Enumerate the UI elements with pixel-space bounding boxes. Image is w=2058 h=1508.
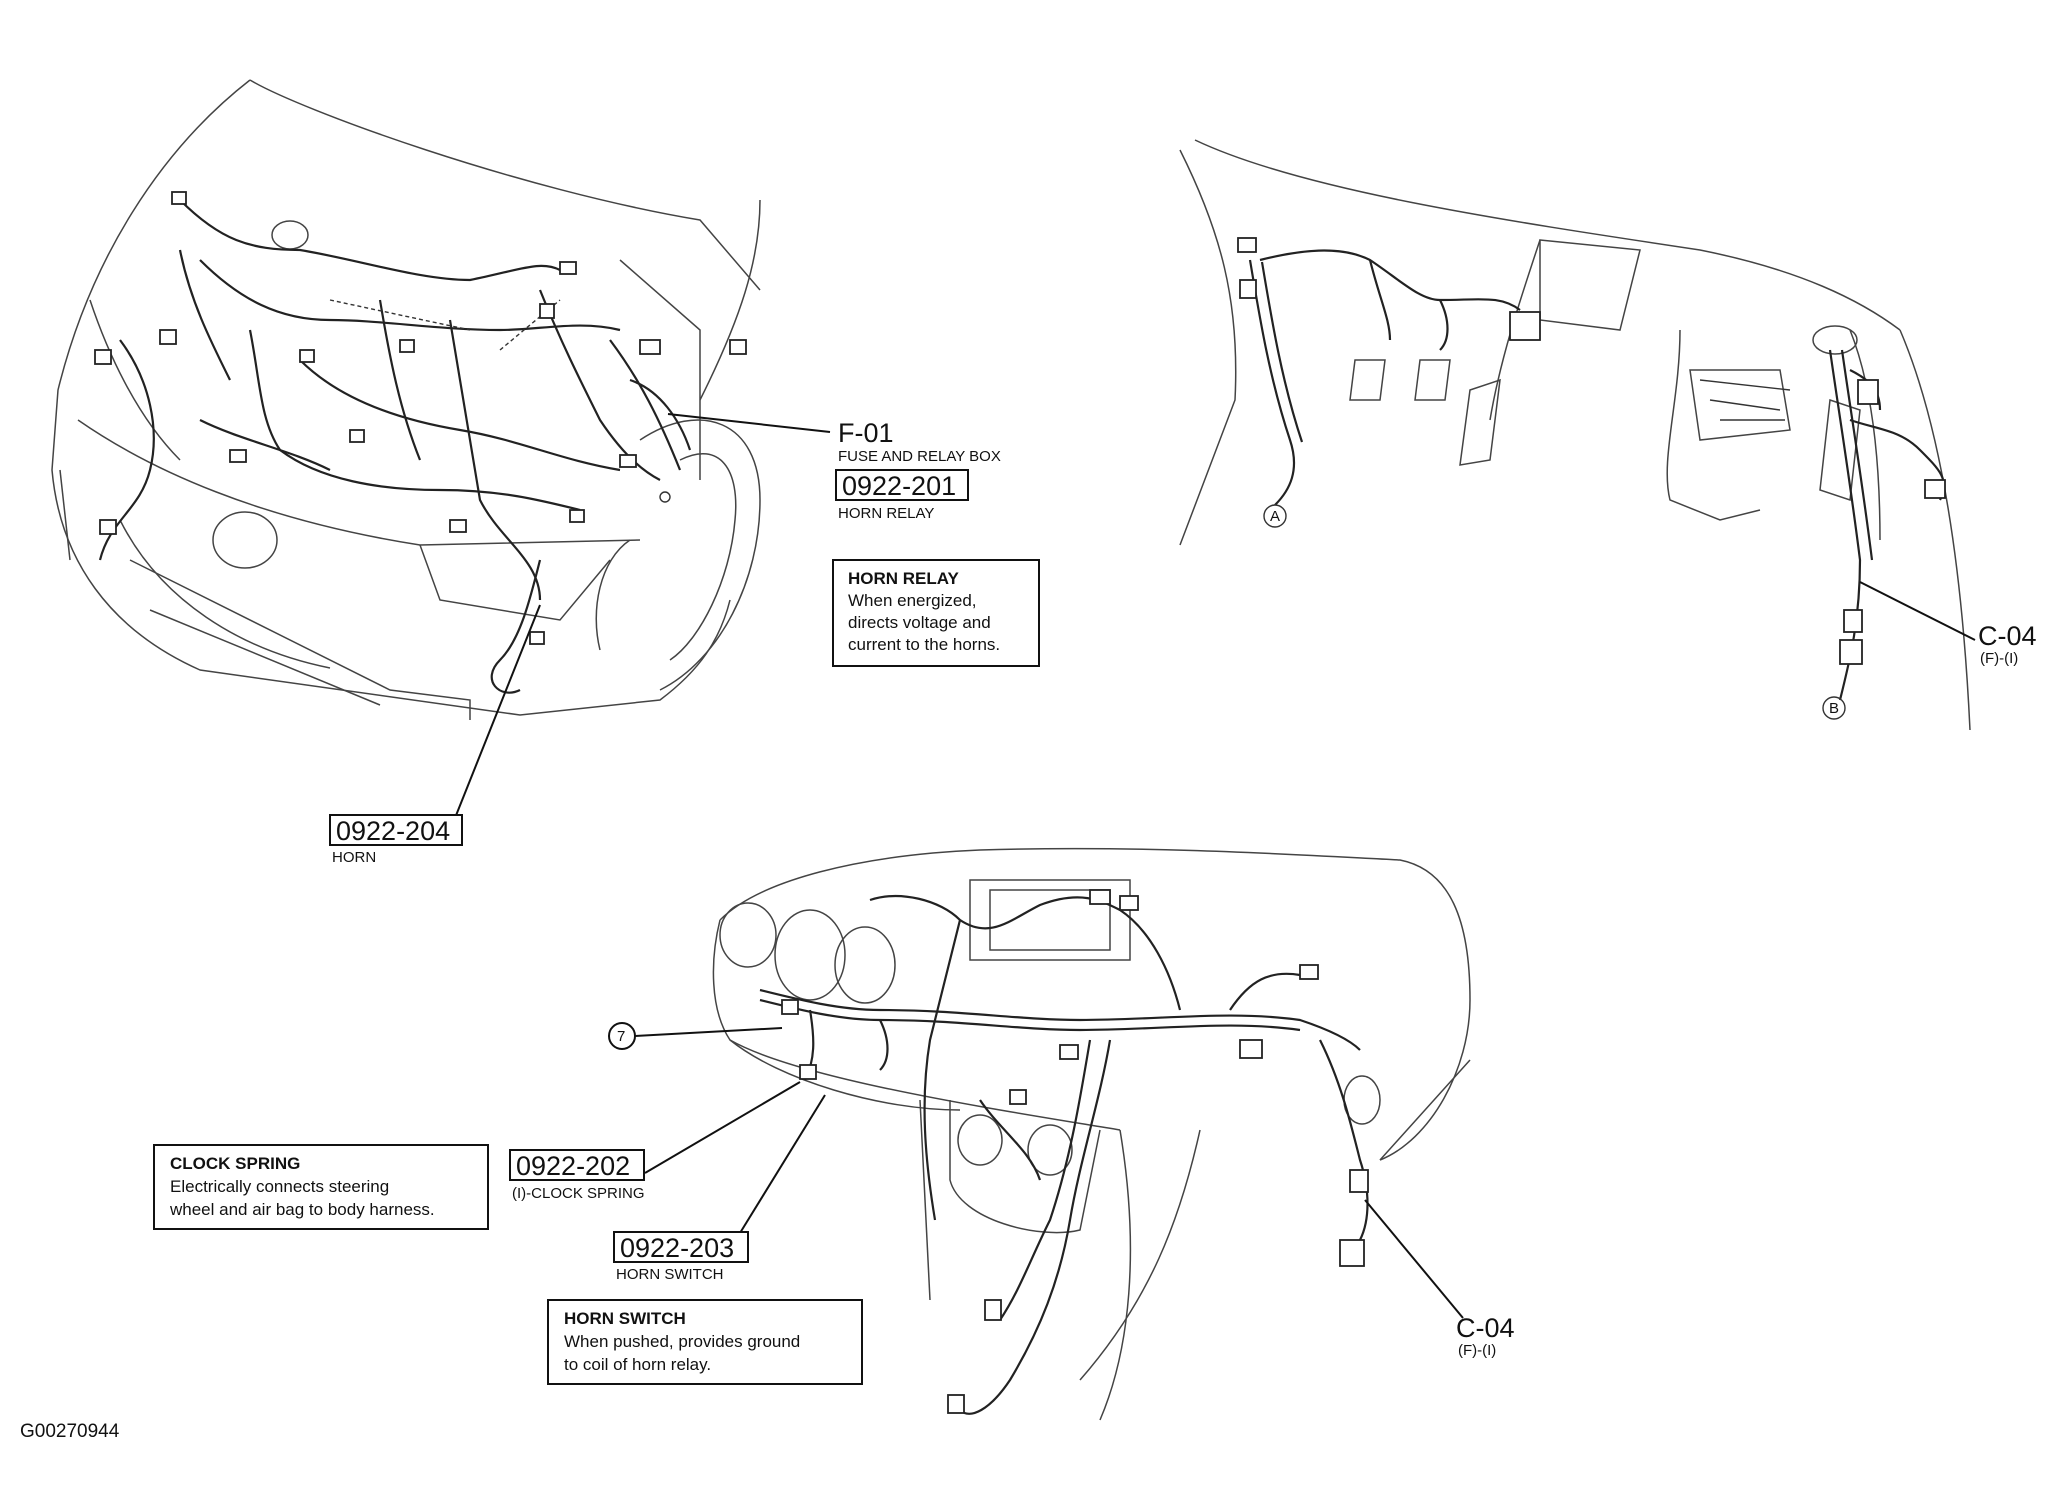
- clock-spring-label: (I)-CLOCK SPRING: [512, 1185, 645, 1202]
- engine-wiring-harness: [94, 191, 747, 694]
- c04-bottom-leader-line: [1364, 1199, 1464, 1319]
- horn-relay-info-title: HORN RELAY: [848, 569, 959, 588]
- c04-bottom-label: C-04: [1456, 1313, 1515, 1343]
- interior-view: A B C-04 (F)-(I): [1179, 139, 2037, 731]
- car-front-body: [51, 79, 761, 720]
- horn-switch-info-line: to coil of horn relay.: [564, 1355, 711, 1374]
- interior-wiring-harness: [1237, 237, 1946, 701]
- horn-code-box: [329, 814, 463, 846]
- horn-switch-info-line: When pushed, provides ground: [564, 1332, 800, 1351]
- dashboard-body: [712, 847, 1471, 1421]
- horn-relay-label: HORN RELAY: [838, 505, 934, 522]
- marker-b-circle: [1822, 696, 1846, 720]
- horn-relay-info-box: HORN RELAY When energized, directs volta…: [832, 559, 1040, 667]
- marker-b-label: B: [1829, 700, 1839, 717]
- horn-leader-line: [454, 604, 541, 819]
- horn-switch-label: HORN SWITCH: [616, 1266, 724, 1283]
- horn-relay-info-line: current to the horns.: [848, 635, 1000, 654]
- dashboard-wiring-harness: [759, 889, 1369, 1415]
- marker-a-circle: [1263, 504, 1287, 528]
- horn-switch-leader-line: [739, 1094, 826, 1234]
- horn-switch-code-box: [613, 1231, 749, 1263]
- marker-a-label: A: [1270, 508, 1280, 525]
- f01-leader-line: [667, 413, 831, 433]
- horn-switch-info-title: HORN SWITCH: [564, 1309, 686, 1328]
- f01-label: F-01: [838, 418, 894, 448]
- c04-top-sublabel: (F)-(I): [1980, 650, 2018, 667]
- clock-spring-code-box: [509, 1149, 645, 1181]
- horn-relay-info-line: When energized,: [848, 591, 977, 610]
- callout-7-label: 7: [617, 1028, 625, 1045]
- horn-relay-info-line: directs voltage and: [848, 613, 991, 632]
- c04-top-leader-line: [1859, 581, 1976, 641]
- callout-7-leader-line: [634, 1027, 783, 1037]
- c04-top-label: C-04: [1978, 621, 2037, 651]
- engine-compartment-view: F-01 FUSE AND RELAY BOX 0922-201 HORN RE…: [51, 79, 1040, 866]
- horn-switch-code: 0922-203: [620, 1233, 734, 1263]
- clock-spring-code: 0922-202: [516, 1151, 630, 1181]
- clock-spring-info-line: wheel and air bag to body harness.: [169, 1200, 435, 1219]
- horn-code: 0922-204: [336, 816, 450, 846]
- horn-label: HORN: [332, 849, 376, 866]
- horn-relay-code: 0922-201: [842, 471, 956, 501]
- clock-spring-leader-line: [644, 1081, 801, 1174]
- clock-spring-info-title: CLOCK SPRING: [170, 1154, 300, 1173]
- dashboard-view: 7 CLOCK SPRING Electrically connects ste…: [153, 847, 1515, 1421]
- horn-switch-info-box: HORN SWITCH When pushed, provides ground…: [547, 1299, 863, 1385]
- clock-spring-info-box: CLOCK SPRING Electrically connects steer…: [153, 1144, 489, 1230]
- c04-bottom-sublabel: (F)-(I): [1458, 1342, 1496, 1359]
- fuse-relay-box-label: FUSE AND RELAY BOX: [838, 448, 1001, 465]
- clock-spring-info-line: Electrically connects steering: [170, 1177, 389, 1196]
- figure-id: G00270944: [20, 1421, 120, 1442]
- horn-relay-code-box: [835, 469, 969, 501]
